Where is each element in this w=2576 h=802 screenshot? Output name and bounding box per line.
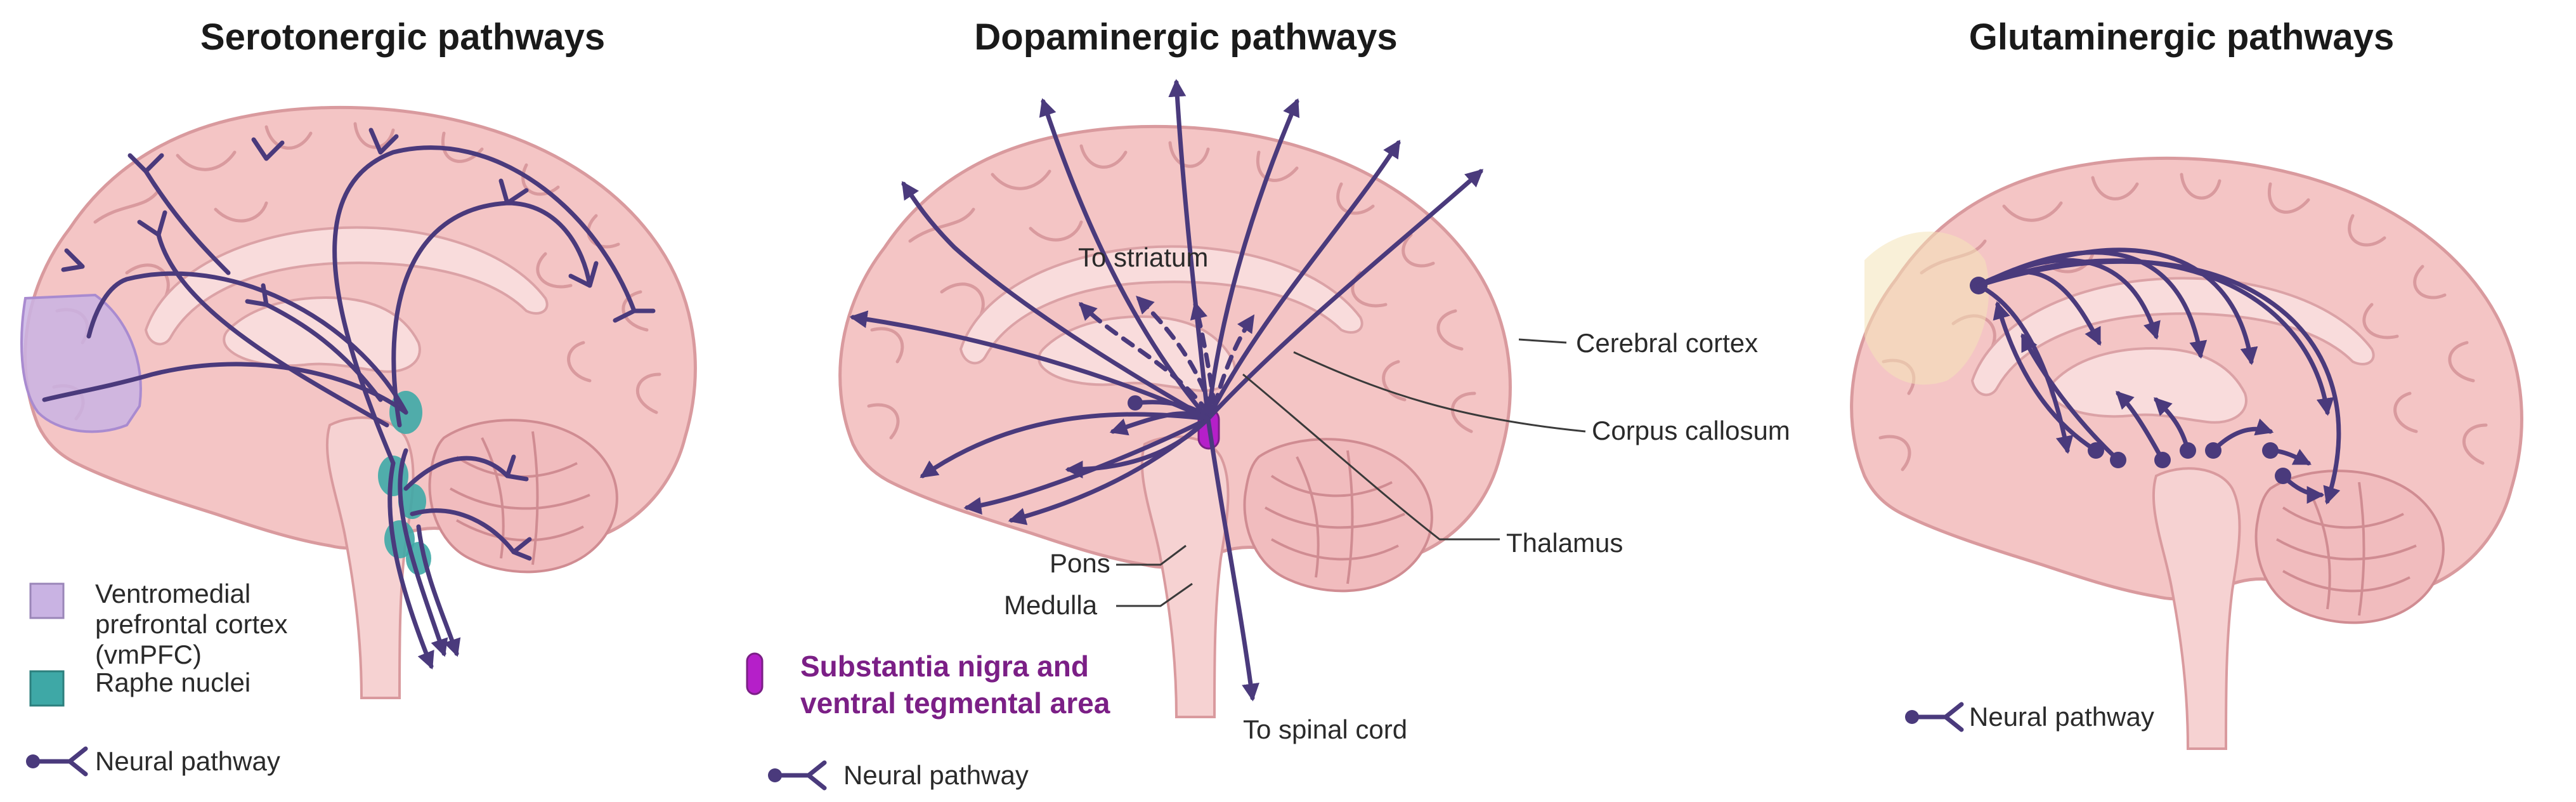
panel-title-dopaminergic: Dopaminergic pathways: [974, 16, 1397, 58]
serotonergic-pathway-lines: [42, 128, 656, 670]
legend-glutaminergic: Neural pathway: [1905, 702, 2154, 732]
glutaminergic-pathway-lines: [1970, 247, 2341, 505]
neural-pathway-icon: [768, 760, 827, 791]
prefrontal-highlight: [1864, 232, 1989, 385]
label-to-striatum: To striatum: [1078, 242, 1208, 272]
legend-label-neural-pathway-3: Neural pathway: [1969, 702, 2154, 732]
leader-corpus-callosum: [1293, 351, 1586, 433]
brain-illustration-dopaminergic: [840, 79, 1511, 717]
legend-swatch-vmpfc: [29, 582, 65, 619]
legend-label-neural-pathway-1: Neural pathway: [95, 746, 280, 776]
label-thalamus: Thalamus: [1506, 528, 1623, 558]
label-to-spinal-cord: To spinal cord: [1243, 714, 1407, 744]
leader-cerebral-cortex: [1518, 338, 1567, 344]
legend-swatch-raphe: [29, 670, 65, 707]
brain-illustration-serotonergic: [20, 107, 695, 698]
panel-title-serotonergic: Serotonergic pathways: [200, 16, 605, 58]
label-pons: Pons: [1050, 548, 1110, 578]
leader-medulla: [1116, 582, 1193, 607]
label-cerebral-cortex: Cerebral cortex: [1576, 328, 1758, 358]
panel-title-glutaminergic: Glutaminergic pathways: [1969, 16, 2394, 58]
panel-serotonergic: Serotonergic pathways: [20, 16, 695, 777]
brain-illustration-glutaminergic: [1852, 158, 2522, 749]
leader-thalamus: [1242, 373, 1500, 541]
legend-label-raphe: Raphe nuclei: [95, 667, 250, 697]
label-medulla: Medulla: [1004, 590, 1098, 620]
neural-pathway-icon: [26, 746, 88, 777]
dopaminergic-pathway-lines: [849, 79, 1484, 702]
legend-swatch-sn-vta: [746, 652, 764, 695]
leader-pons: [1116, 544, 1187, 566]
legend-label-neural-pathway-2: Neural pathway: [843, 760, 1029, 790]
panel-dopaminergic: Dopaminergic pathways: [746, 16, 1790, 791]
neural-pathway-icon: [1905, 702, 1964, 732]
label-corpus-callosum: Corpus callosum: [1592, 416, 1790, 445]
panel-glutaminergic: Glutaminergic pathways: [1852, 16, 2522, 749]
